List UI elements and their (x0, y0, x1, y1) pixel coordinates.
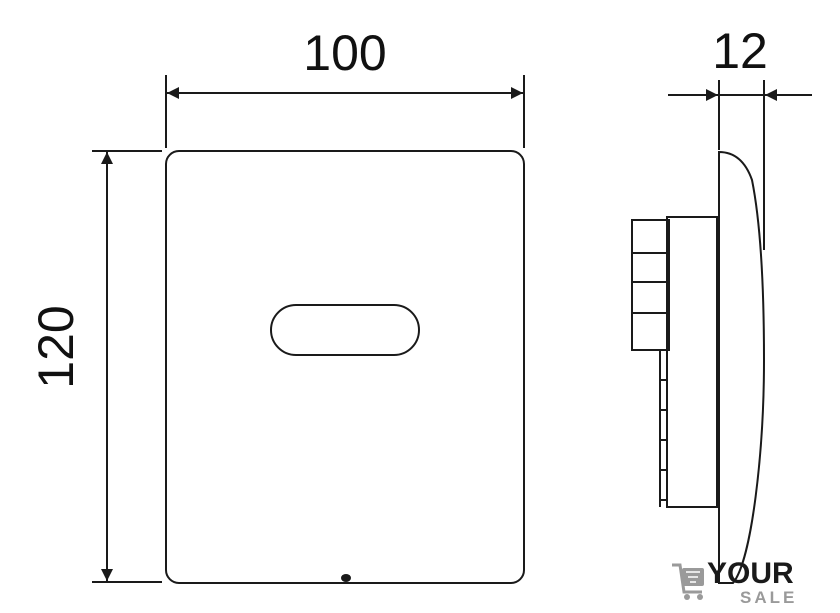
watermark-text-your: YOUR (707, 557, 794, 590)
depth-dimension (668, 80, 812, 250)
width-label: 100 (303, 25, 386, 81)
side-mounting-block (631, 219, 670, 351)
height-label: 120 (28, 305, 84, 388)
bottom-indicator-dot (341, 574, 351, 582)
sensor-window (270, 304, 420, 356)
front-plate-outline (165, 150, 525, 584)
watermark-logo: YOUR SALE (672, 557, 797, 607)
side-view (631, 150, 766, 584)
front-view (165, 150, 525, 584)
side-cover-plate (718, 150, 766, 584)
side-housing (666, 216, 718, 508)
watermark-text-sale: SALE (740, 588, 797, 607)
width-dimension (165, 75, 525, 148)
depth-label: 12 (712, 23, 768, 79)
cart-icon (672, 563, 704, 600)
height-dimension (92, 150, 162, 583)
